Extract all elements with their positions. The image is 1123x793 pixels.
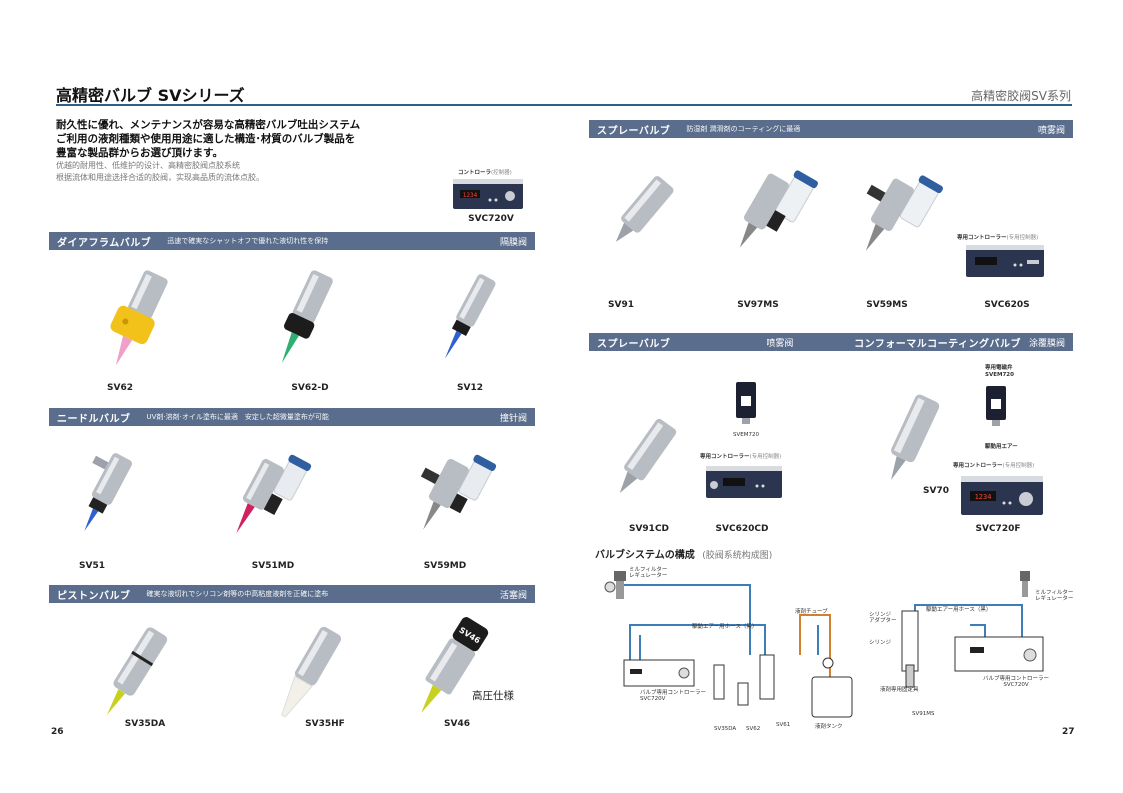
controller-caption: 専用コントローラー(专用控制器) xyxy=(957,235,1039,241)
product-sv46-image: SV46 xyxy=(400,615,500,729)
sys-label: ミルフィルター レギュレーター xyxy=(1035,590,1074,602)
svg-text:1234: 1234 xyxy=(975,493,992,501)
controller-svc620s-image xyxy=(965,244,1045,282)
product-label: SV70 xyxy=(923,486,949,496)
header-rule xyxy=(56,104,1072,106)
product-label: SVC720V xyxy=(468,214,514,224)
intro-cn-line: 根据流体和用途选择合适的胶阀，实现高品质的流体点胶。 xyxy=(56,173,264,182)
solenoid-svem720-image xyxy=(733,382,759,430)
product-sv51-image xyxy=(65,450,145,544)
svem720-caption: SVEM720 xyxy=(733,432,759,438)
section-bar-spray2-cn: 喷雾阀 xyxy=(766,338,794,349)
product-label: SV59MS xyxy=(866,300,908,310)
section-bar-spray: スプレーバルブ 防湿剤 潤滑剤のコーティングに最適 喷雾阀 xyxy=(589,120,1073,138)
controller-caption: コントローラ(控制器) xyxy=(458,170,512,176)
sys-label: バルブ専用コントローラー SVC720V xyxy=(640,690,707,702)
product-sv62-image xyxy=(95,265,175,379)
product-label: SV59MD xyxy=(423,561,467,571)
sys-label: 駆動エアー用ホース（黒） xyxy=(692,624,758,630)
product-label: SV12 xyxy=(457,383,483,393)
product-label: SV46 xyxy=(444,719,470,729)
page-title-cn: 高精密胶阀SV系列 xyxy=(971,89,1071,103)
product-sv91cd-image xyxy=(605,415,685,514)
product-sv70-image xyxy=(870,392,950,496)
sys-label: シリンジ アダプター xyxy=(869,612,897,624)
controller-svc620cd-image xyxy=(705,465,783,503)
intro-line: ご利用の液剤種類や使用用途に適した構造･材質のバルブ製品を xyxy=(56,133,356,145)
sys-label: バルブ専用コントローラー SVC720V xyxy=(983,676,1050,688)
solenoid-svem720-right-image xyxy=(983,386,1009,434)
product-label: SVC620CD xyxy=(715,524,769,534)
svg-text:1234: 1234 xyxy=(463,192,478,199)
product-label: SV51MD xyxy=(251,561,295,571)
product-sv62d-image xyxy=(262,265,342,379)
product-label: SV35DA xyxy=(124,719,166,729)
sys-label: 液剤タンク xyxy=(815,724,843,730)
drive-air-caption: 駆動用エアー xyxy=(985,444,1018,450)
intro-line: 豊富な製品群からお選び頂けます。 xyxy=(56,147,223,159)
sys-label: SV61 xyxy=(776,722,791,728)
product-label: SV35HF xyxy=(305,719,345,729)
product-sv97ms-image xyxy=(710,165,820,274)
product-label: SV51 xyxy=(79,561,105,571)
product-label: SVC720F xyxy=(975,524,1021,534)
product-label: SV62 xyxy=(107,383,133,393)
section-bar-needle: ニードルバルブ UV剤·溶剤·オイル塗布に最適 安定した超微量塗布が可能 撞针阀 xyxy=(49,408,535,426)
product-label: SV97MS xyxy=(737,300,779,310)
system-title: バルブシステムの構成 (胶阀系统构成图) xyxy=(595,550,773,561)
intro-line: 耐久性に優れ、メンテナンスが容易な高精密バルブ吐出システム xyxy=(56,119,361,131)
section-bar-piston: ピストンバルブ 確実な液切れでシリコン剤等の中高粘度液剤を正確に塗布 活塞阀 xyxy=(49,585,535,603)
page-number-right: 27 xyxy=(1062,727,1075,737)
sv46-note: 高圧仕様 xyxy=(472,690,514,702)
sys-label: SV35DA xyxy=(714,726,737,732)
page-number-left: 26 xyxy=(51,727,64,737)
valve-system-diagram xyxy=(590,565,1070,739)
sys-label: SV91MS xyxy=(912,711,935,717)
product-sv51md-image xyxy=(200,450,320,554)
sys-label: 駆動エアー用ホース（黒） xyxy=(926,607,992,613)
controller-svc720v-image: 1234 xyxy=(452,178,524,214)
controller-caption: 専用コントローラー(专用控制器) xyxy=(953,463,1035,469)
sys-label: シリンジ xyxy=(869,640,892,646)
section-bar-diaphragm: ダイアフラムバルブ 迅速で確実なシャットオフで優れた液切れ性を保持 隔膜阀 xyxy=(49,232,535,250)
product-label: SV62-D xyxy=(291,383,329,393)
intro-cn-line: 优越的耐用性、低维护的设计、高精密胶阀点胶系统 xyxy=(56,161,240,170)
intro-text: 耐久性に優れ、メンテナンスが容易な高精密バルブ吐出システム ご利用の液剤種類や使… xyxy=(56,118,360,160)
page-title: 高精密バルブ SVシリーズ xyxy=(56,86,245,105)
product-sv59ms-image xyxy=(835,170,945,274)
product-label: SV91CD xyxy=(628,524,670,534)
section-bar-spray2: スプレーバルブ 喷雾阀 コンフォーマルコーティングバルブ 涂覆膜阀 xyxy=(589,333,1073,351)
section-bar-conformal-title: コンフォーマルコーティングバルブ xyxy=(854,338,1021,350)
product-sv35hf-image xyxy=(260,625,360,729)
intro-text-cn: 优越的耐用性、低维护的设计、高精密胶阀点胶系统 根据流体和用途选择合适的胶阀，实… xyxy=(56,160,264,184)
product-sv12-image xyxy=(432,270,502,374)
product-sv91-image xyxy=(600,170,680,264)
sys-label: 液剤チューブ xyxy=(795,609,828,615)
controller-caption: 専用コントローラー(专用控制器) xyxy=(700,454,782,460)
sys-label: SV62 xyxy=(746,726,761,732)
product-label: SV91 xyxy=(608,300,634,310)
product-sv59md-image xyxy=(385,450,505,554)
product-sv35da-image xyxy=(85,625,185,729)
controller-svc720f-image: 1234 xyxy=(960,475,1044,521)
product-label: SVC620S xyxy=(984,300,1030,310)
section-bar-conformal-cn: 涂覆膜阀 xyxy=(1028,338,1065,349)
sys-label: ミルフィルター レギュレーター xyxy=(629,567,668,579)
sys-label: 液剤専用固定具 xyxy=(880,687,919,693)
